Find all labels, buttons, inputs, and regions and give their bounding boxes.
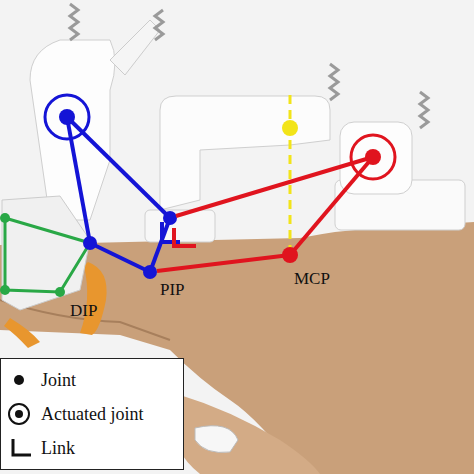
legend-row: Actuated joint: [1, 399, 183, 429]
legend-sample: [5, 435, 35, 461]
legend-row: Joint: [1, 365, 183, 395]
joint-label: DIP: [70, 302, 97, 319]
legend-box: JointActuated jointLink: [0, 358, 184, 470]
legend-row: Link: [1, 433, 183, 463]
joint-label: MCP: [294, 270, 330, 287]
legend-text: Link: [41, 438, 75, 459]
legend-text: Actuated joint: [41, 404, 143, 425]
legend-text: Joint: [41, 370, 76, 391]
legend-sample: [5, 367, 35, 393]
joint-label: PIP: [160, 281, 185, 298]
legend-sample: [5, 401, 35, 427]
